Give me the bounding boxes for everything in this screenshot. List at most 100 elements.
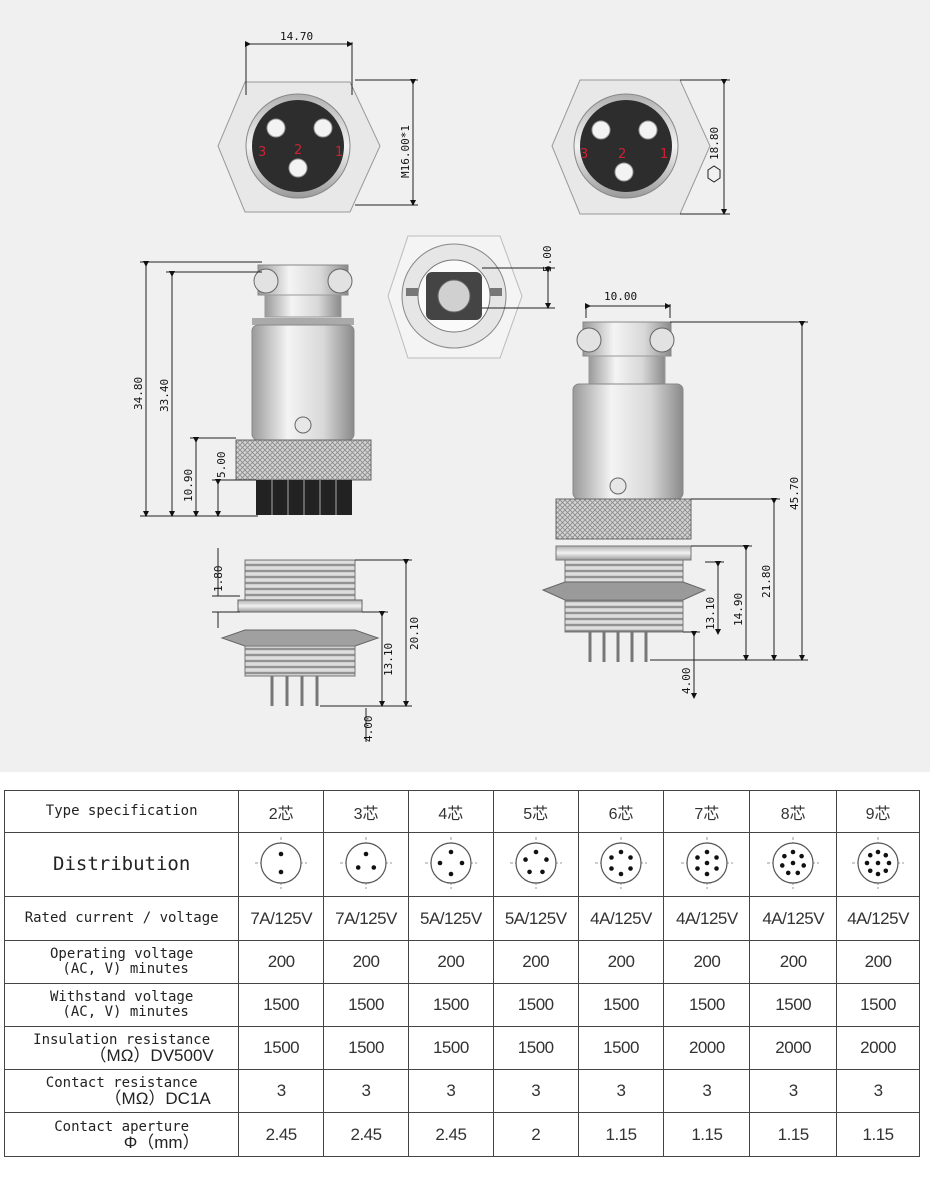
table-cell: 3	[238, 1069, 325, 1113]
dim-pins-left: 5.00	[215, 452, 228, 479]
pin-dot	[704, 871, 710, 876]
front-view-right: 3 2 1 18.80	[551, 79, 730, 215]
pin-number-3: 3	[258, 145, 266, 160]
table-cell: 200	[407, 940, 494, 984]
pin-dot	[704, 860, 710, 865]
table-cell: 3	[749, 1069, 838, 1113]
pin-dot	[786, 870, 791, 875]
pin-layout-outline	[600, 841, 642, 884]
label-line: Φ（mm）	[123, 1132, 200, 1152]
type-4: 4芯	[407, 790, 494, 833]
pin-diagram-cell	[663, 832, 751, 897]
table-cell: 3	[663, 1069, 751, 1113]
pin-dot	[522, 856, 528, 862]
pin-dot	[539, 869, 545, 874]
pin-dot	[609, 865, 614, 871]
table-cell: 1500	[492, 1026, 579, 1070]
side-view-plug: 34.80 33.40 10.90 5.00	[132, 261, 372, 517]
table-cell: 2000	[663, 1026, 751, 1070]
pin-layout-outline	[260, 841, 302, 884]
dim-total-right: 45.70	[788, 477, 801, 510]
table-cell: 2.45	[323, 1112, 409, 1157]
table-cell: 1500	[238, 1026, 325, 1070]
pin-layout-diagram	[767, 836, 820, 889]
pin-layout-diagram	[255, 836, 308, 889]
pin-dot	[695, 854, 700, 860]
dim-total-left: 34.80	[132, 377, 145, 410]
type-9: 9芯	[836, 790, 920, 833]
table-cell: 3	[323, 1069, 409, 1113]
table-cell: 3	[577, 1069, 665, 1113]
dim-panel-13: 13.10	[382, 643, 395, 676]
pin-diagram-cell	[238, 832, 325, 897]
pin-dot	[867, 852, 873, 858]
table-cell: 3	[492, 1069, 579, 1113]
dim-knurl-left: 10.90	[182, 469, 195, 502]
pin-dot	[363, 851, 369, 856]
table-cell: 2.45	[407, 1112, 494, 1157]
pin-diagram-cell	[407, 832, 494, 897]
label-insulation-resistance: Insulation resistance（MΩ）DV500V	[3, 1026, 240, 1070]
dim-top-width: 14.70	[280, 30, 313, 43]
pin-number-2-right: 2	[618, 147, 626, 162]
pin-dot	[867, 867, 873, 873]
pin-dot	[886, 860, 892, 865]
table-cell: 1500	[238, 983, 325, 1027]
table-cell: 1500	[323, 983, 409, 1027]
pin-diagram-cell	[323, 832, 409, 897]
table-cell: 4A/125V	[663, 896, 751, 941]
label-line: Operating voltage	[50, 946, 194, 962]
pin-dot	[609, 854, 614, 860]
pin-diagram-cell	[492, 832, 579, 897]
pin-dot	[526, 869, 532, 874]
type-6: 6芯	[577, 790, 665, 833]
type-8: 8芯	[749, 790, 838, 833]
pin-dot	[628, 854, 633, 860]
dim-panel-total: 20.10	[408, 617, 421, 650]
table-cell: 1500	[577, 983, 665, 1027]
pin-dot	[533, 849, 538, 854]
label-line: Withstand voltage	[50, 989, 194, 1005]
pin-dot	[795, 870, 801, 875]
table-cell: 1.15	[836, 1112, 920, 1157]
table-cell: 4A/125V	[749, 896, 838, 941]
pin-dot	[628, 865, 633, 871]
pin-dot	[278, 869, 284, 874]
pin-layout-diagram	[424, 836, 477, 889]
pin-dot	[875, 849, 881, 854]
pin-number-1: 1	[335, 145, 343, 160]
label-line: (AC, V) minutes	[62, 1004, 189, 1020]
pin-diagram-cell	[836, 832, 920, 897]
pin-dot	[618, 849, 624, 854]
pin-dot	[618, 871, 624, 876]
table-cell: 1500	[749, 983, 838, 1027]
label-line: Contact resistance	[45, 1075, 198, 1091]
dim-panel-pins: 4.00	[362, 716, 375, 743]
pin-dot	[543, 856, 549, 862]
table-cell: 200	[836, 940, 920, 984]
pin-dot	[704, 849, 710, 854]
table-cell: 2000	[749, 1026, 838, 1070]
table-cell: 1500	[492, 983, 579, 1027]
pin-layout-outline	[430, 841, 472, 884]
pin-layout-diagram	[595, 836, 648, 889]
table-cell: 1.15	[663, 1112, 751, 1157]
table-cell: 4A/125V	[577, 896, 665, 941]
type-2: 2芯	[238, 790, 325, 833]
table-cell: 200	[492, 940, 579, 984]
label-operating-voltage: Operating voltage(AC, V) minutes	[3, 940, 240, 984]
pin-dot	[371, 864, 377, 870]
pin-number-3-right: 3	[580, 147, 588, 162]
pin-dot	[883, 867, 889, 873]
pin-dot	[782, 853, 787, 858]
dim-13-10-right: 13.10	[704, 597, 717, 630]
table-cell: 200	[323, 940, 409, 984]
label-withstand-voltage: Withstand voltage(AC, V) minutes	[3, 983, 240, 1027]
table-cell: 2.45	[238, 1112, 325, 1157]
pin-number-2: 2	[294, 143, 302, 158]
table-cell: 2000	[836, 1026, 920, 1070]
table-cell: 1.15	[749, 1112, 838, 1157]
row-withstand-voltage: Withstand voltage(AC, V) minutes 1500 15…	[3, 983, 920, 1027]
pin-dot	[864, 860, 870, 865]
dim-thread: M16.00*1	[399, 125, 412, 178]
